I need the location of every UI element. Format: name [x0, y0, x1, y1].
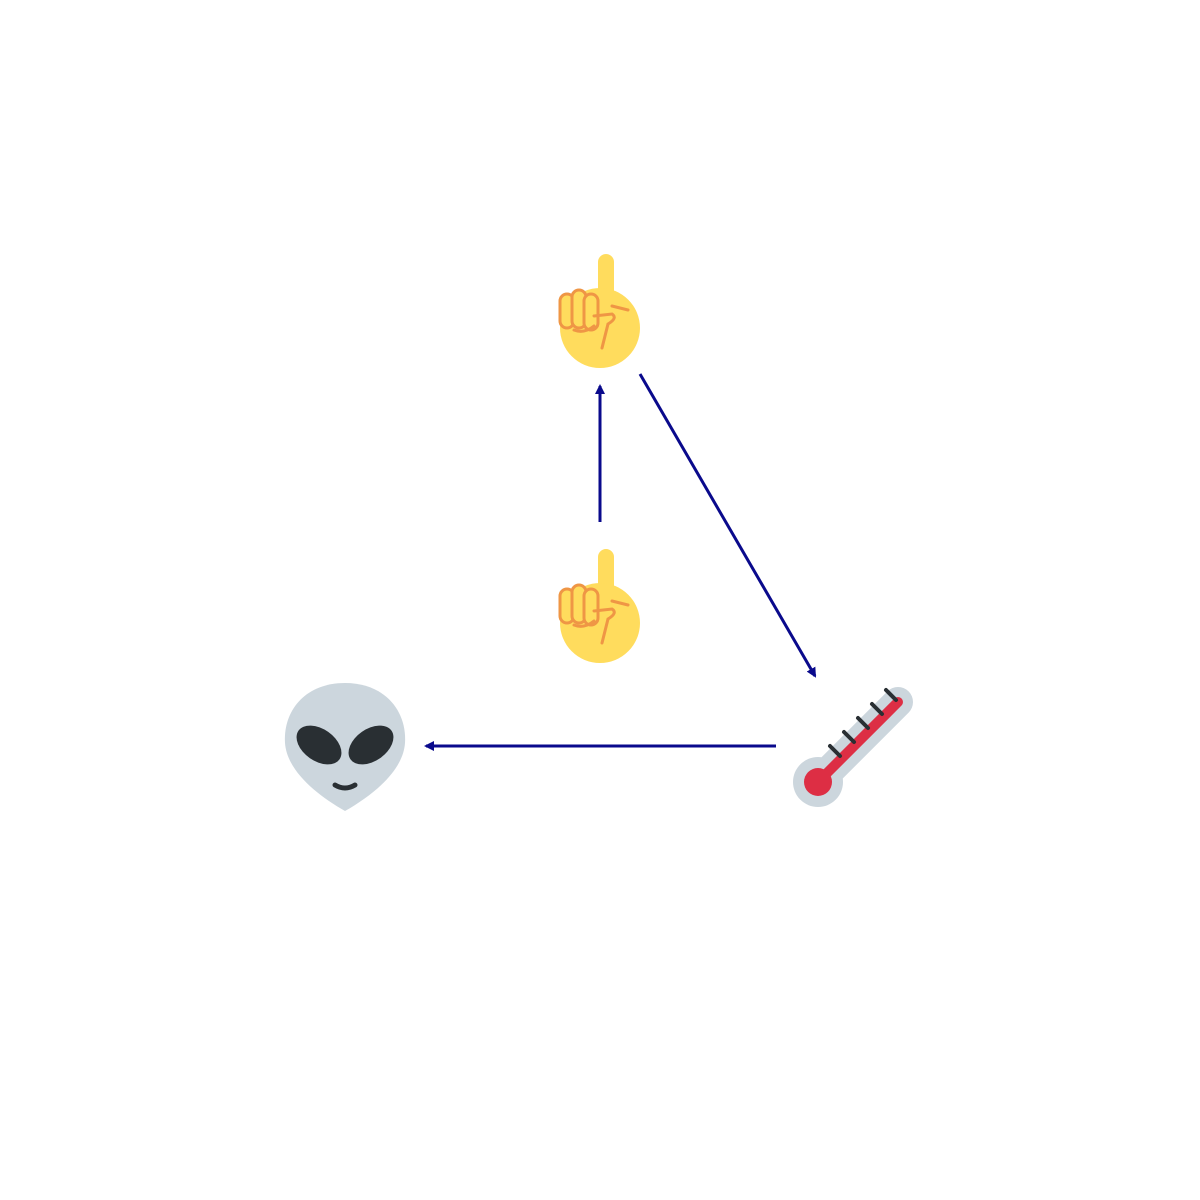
edge-hand-top-to-thermometer — [638, 373, 817, 678]
alien-icon — [285, 683, 405, 811]
index-pointing-up-icon — [558, 252, 642, 370]
thermometer-icon — [793, 690, 898, 807]
index-pointing-up-icon — [558, 547, 642, 665]
